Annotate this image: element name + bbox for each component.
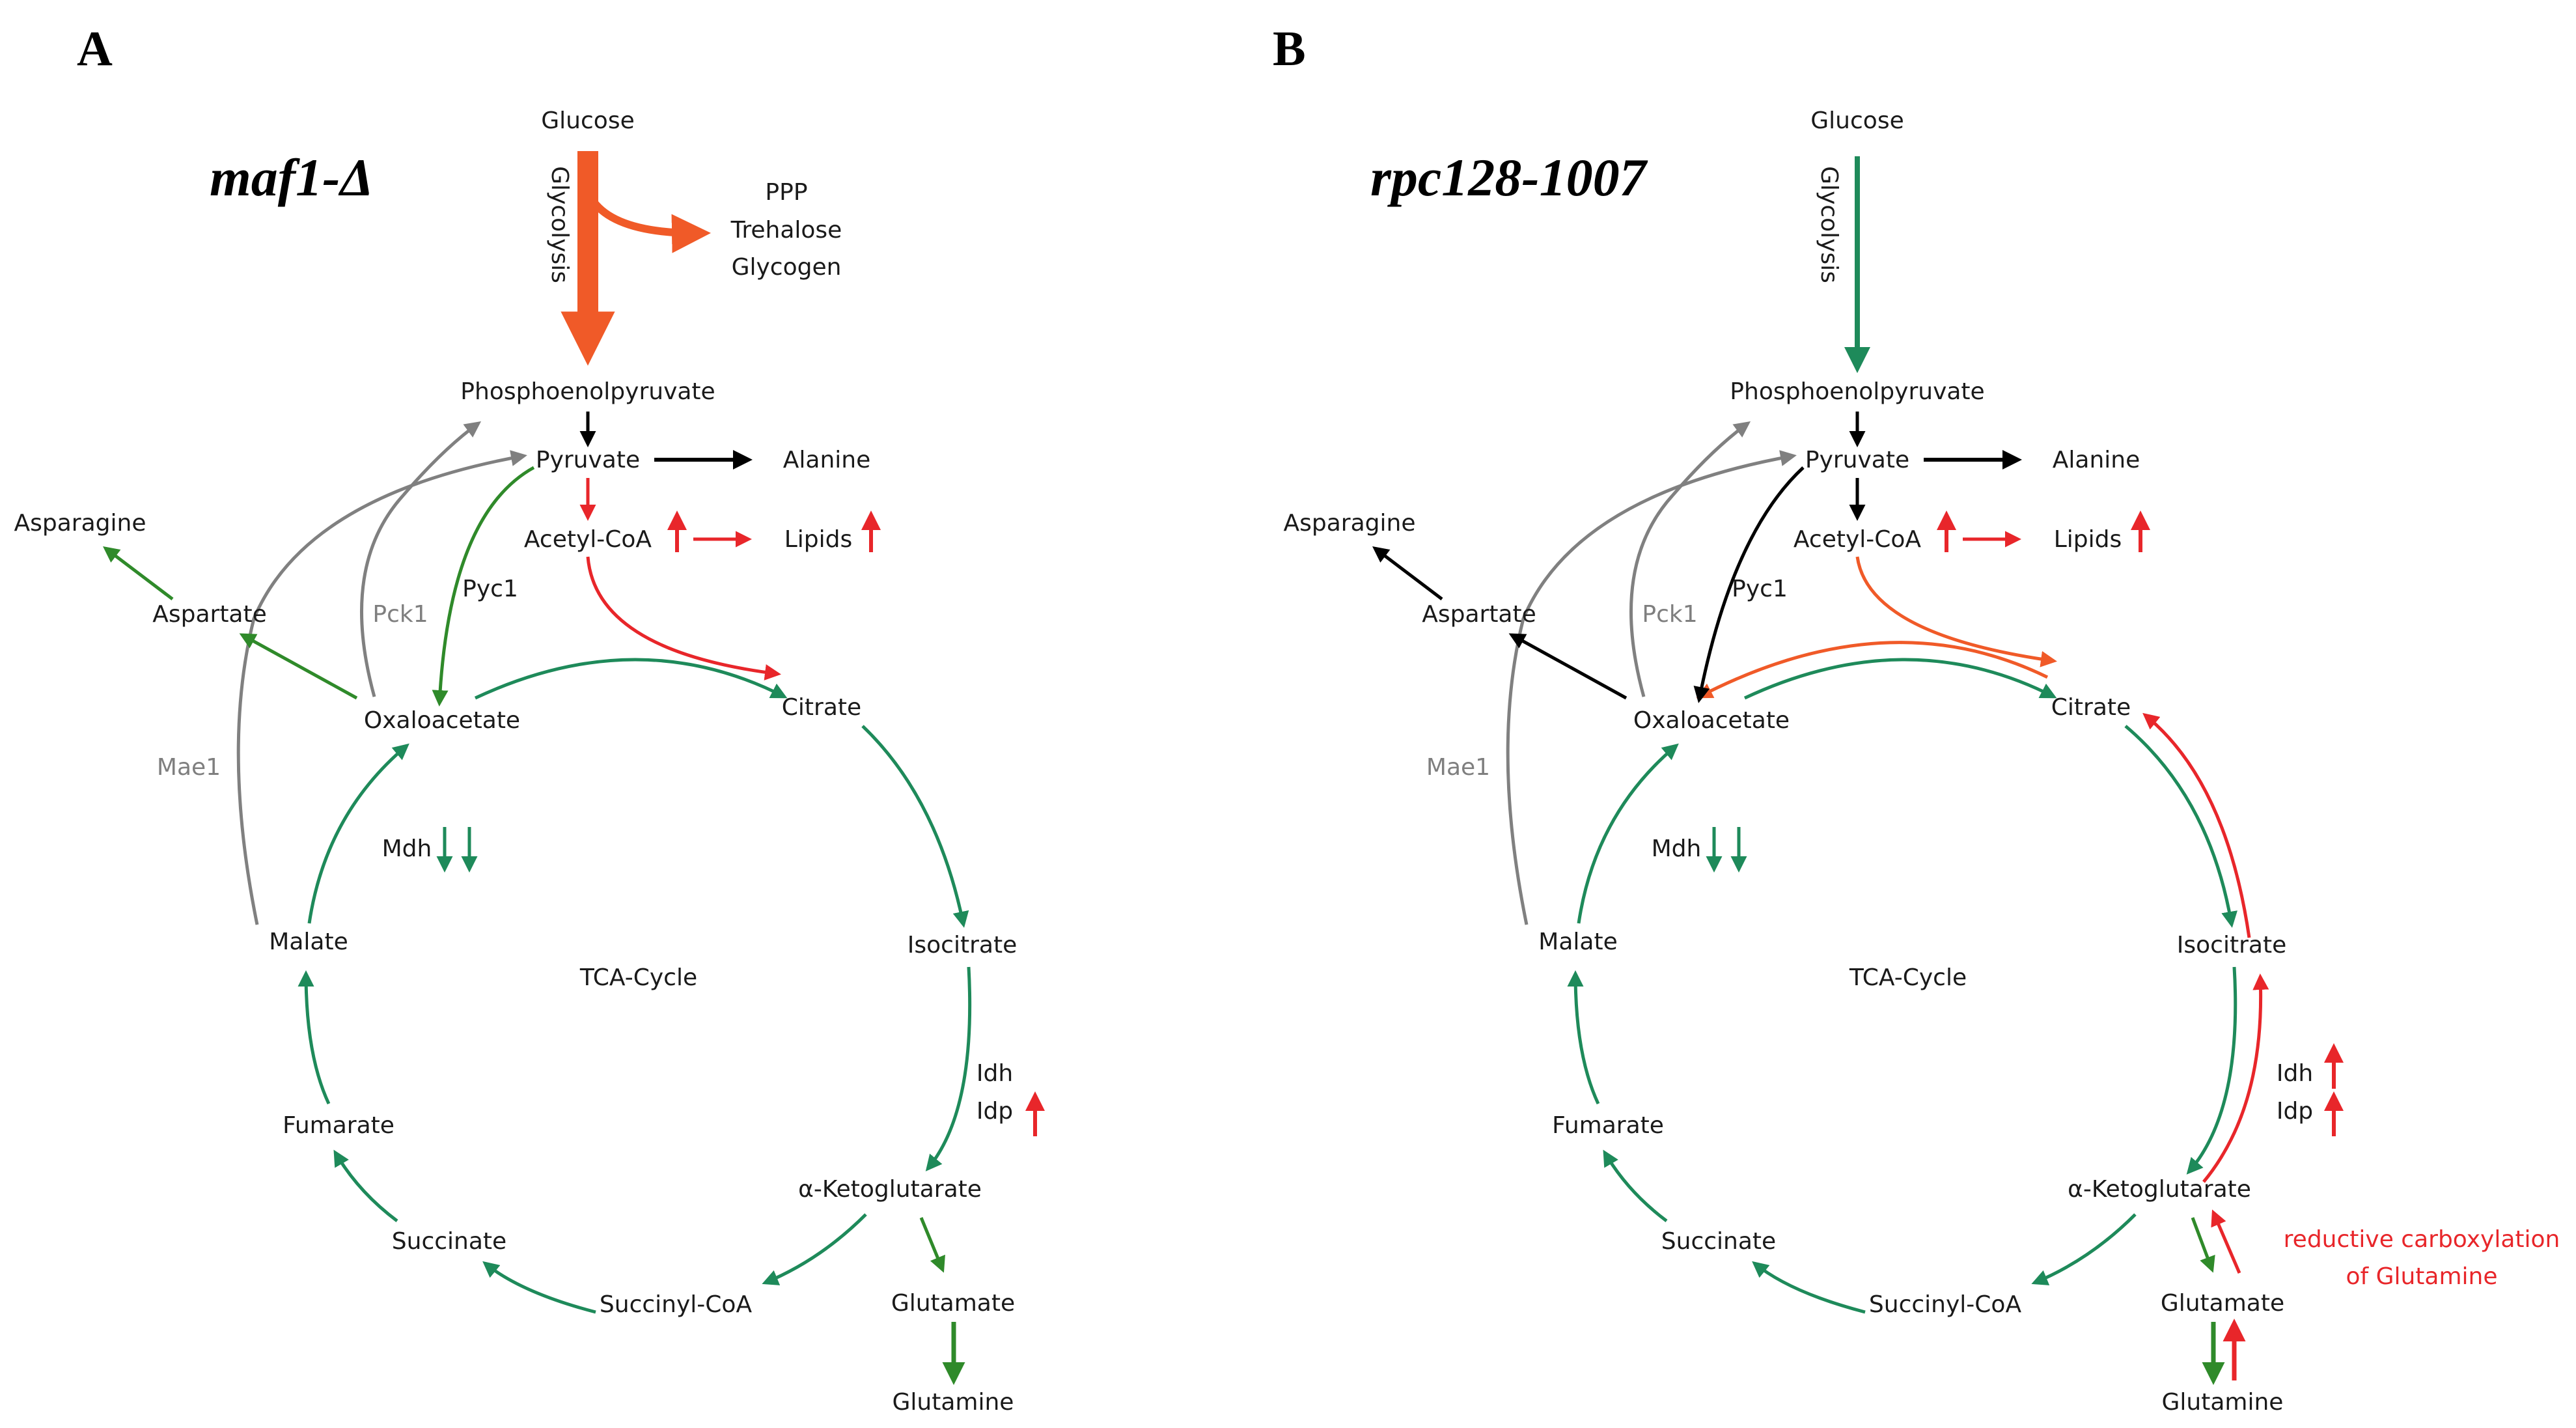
succinate-to-fumarate-arrow-b — [1603, 1149, 1668, 1222]
glutamate-to-akg-arrow-b — [2211, 1209, 2241, 1274]
asparagine-label: Asparagine — [14, 510, 146, 537]
succinylcoa-to-succinate-arrow — [482, 1261, 596, 1314]
pck1-oaa-to-pep-arrow — [360, 421, 482, 697]
alanine-label-b: Alanine — [2053, 447, 2140, 473]
oxaloacetate-label: Oxaloacetate — [364, 707, 520, 734]
panel-a: A maf1-Δ — [14, 21, 1045, 1416]
glutamate-label-b: Glutamate — [2161, 1290, 2284, 1317]
pck1-label: Pck1 — [372, 601, 428, 628]
isocitrate-to-akg-arrow — [925, 966, 972, 1171]
tca-cycle-label: TCA-Cycle — [579, 964, 697, 991]
mae1-label: Mae1 — [157, 754, 221, 781]
glycolysis-label-b: Glycolysis — [1816, 166, 1842, 283]
succinate-to-fumarate-arrow — [333, 1149, 398, 1222]
strain-label-a: maf1-Δ — [210, 148, 374, 207]
glutamate-label: Glutamate — [891, 1290, 1015, 1317]
pyc1-label-b: Pyc1 — [1732, 576, 1788, 602]
panel-b: B rpc128-1007 — [1273, 21, 2560, 1416]
idh-label-b: Idh — [2277, 1060, 2313, 1087]
reductive-carboxylation-label: reductive carboxylation — [2284, 1226, 2560, 1253]
akg-label: α-Ketoglutarate — [798, 1176, 982, 1203]
strain-label-b: rpc128-1007 — [1370, 148, 1648, 207]
glutamine-label: Glutamine — [893, 1389, 1014, 1416]
pyc1-label: Pyc1 — [462, 576, 518, 602]
fumarate-to-malate-arrow — [298, 970, 331, 1105]
pyc1-pyruvate-to-oaa-arrow — [432, 466, 535, 707]
succinate-label-b: Succinate — [1661, 1228, 1776, 1255]
fumarate-label: Fumarate — [283, 1112, 395, 1139]
lipids-label-b: Lipids — [2054, 526, 2122, 553]
mae1-malate-to-pyruvate-arrow-b — [1506, 450, 1797, 925]
aspartate-to-asparagine-arrow-b — [1372, 546, 1443, 600]
pep-label-b: Phosphoenolpyruvate — [1730, 378, 1984, 405]
succinyl-coa-label: Succinyl-CoA — [600, 1291, 753, 1318]
glucose-label: Glucose — [541, 107, 634, 134]
glutamine-label-b: Glutamine — [2162, 1389, 2284, 1416]
akg-to-succinylcoa-arrow-b — [2031, 1213, 2137, 1285]
panel-letter-a: A — [77, 21, 113, 76]
citrate-label: Citrate — [782, 694, 861, 721]
malate-label-b: Malate — [1538, 929, 1617, 955]
oaa-to-aspartate-arrow-b — [1508, 633, 1627, 700]
isocitrate-label: Isocitrate — [907, 932, 1017, 959]
fumarate-to-malate-arrow-b — [1567, 970, 1600, 1105]
oaa-to-aspartate-arrow — [239, 633, 358, 700]
pyruvate-label: Pyruvate — [536, 447, 640, 473]
malate-to-oaa-arrow — [307, 743, 409, 924]
mdh-label: Mdh — [382, 835, 432, 862]
citrate-to-isocitrate-arrow — [861, 725, 969, 928]
acetylcoa-to-citrate-arrow — [586, 556, 781, 680]
acetylcoa-to-citrate-arrow-b — [1855, 556, 2057, 667]
idp-label: Idp — [976, 1098, 1013, 1125]
succinyl-coa-label-b: Succinyl-CoA — [1869, 1291, 2022, 1318]
idp-label-b: Idp — [2277, 1098, 2313, 1125]
malate-to-oaa-arrow-b — [1577, 743, 1679, 924]
citrate-to-isocitrate-arrow-b — [2124, 725, 2237, 928]
akg-to-isocitrate-reverse-arrow — [2202, 973, 2269, 1183]
oaa-to-citrate-arrow-b — [1743, 658, 2057, 700]
lipids-label: Lipids — [784, 526, 853, 553]
malate-label: Malate — [269, 929, 348, 955]
glycolysis-label: Glycolysis — [546, 166, 573, 283]
ppp-label: PPP — [765, 179, 807, 206]
succinate-label: Succinate — [392, 1228, 506, 1255]
succinylcoa-to-succinate-arrow-b — [1752, 1261, 1866, 1314]
glucose-label-b: Glucose — [1810, 107, 1904, 134]
aspartate-label-b: Aspartate — [1422, 601, 1536, 628]
isocitrate-label-b: Isocitrate — [2177, 932, 2286, 959]
acetyl-coa-label-b: Acetyl-CoA — [1794, 526, 1922, 553]
of-glutamine-label: of Glutamine — [2346, 1263, 2497, 1290]
akg-to-glutamate-arrow — [919, 1217, 945, 1273]
asparagine-label-b: Asparagine — [1284, 510, 1416, 537]
trehalose-label: Trehalose — [730, 217, 842, 244]
pyc1-pyruvate-to-oaa-arrow-b — [1693, 466, 1805, 703]
citrate-to-oaa-arrow-b — [1696, 641, 2049, 699]
akg-to-succinylcoa-arrow — [762, 1213, 867, 1285]
akg-label-b: α-Ketoglutarate — [2068, 1176, 2251, 1203]
oxaloacetate-label-b: Oxaloacetate — [1633, 707, 1790, 734]
akg-to-glutamate-arrow-b — [2191, 1217, 2215, 1273]
ppp-branch-arrow — [590, 199, 711, 253]
mae1-label-b: Mae1 — [1426, 754, 1490, 781]
mdh-label-b: Mdh — [1652, 835, 1702, 862]
tca-cycle-label-b: TCA-Cycle — [1849, 964, 1967, 991]
fumarate-label-b: Fumarate — [1552, 1112, 1664, 1139]
acetyl-coa-label: Acetyl-CoA — [524, 526, 652, 553]
pck1-label-b: Pck1 — [1642, 601, 1697, 628]
aspartate-to-asparagine-arrow — [103, 546, 174, 600]
idh-label: Idh — [976, 1060, 1013, 1087]
mae1-malate-to-pyruvate-arrow — [236, 450, 527, 925]
panel-letter-b: B — [1273, 21, 1306, 76]
aspartate-label: Aspartate — [152, 601, 267, 628]
isocitrate-to-akg-arrow-b — [2186, 966, 2237, 1175]
isocitrate-to-citrate-reverse-arrow — [2142, 712, 2251, 938]
oaa-to-citrate-arrow — [474, 658, 788, 700]
pck1-oaa-to-pep-arrow-b — [1629, 421, 1751, 697]
pep-label: Phosphoenolpyruvate — [460, 378, 715, 405]
alanine-label: Alanine — [783, 447, 870, 473]
citrate-label-b: Citrate — [2051, 694, 2131, 721]
glycogen-label: Glycogen — [732, 254, 842, 281]
pyruvate-label-b: Pyruvate — [1805, 447, 1909, 473]
